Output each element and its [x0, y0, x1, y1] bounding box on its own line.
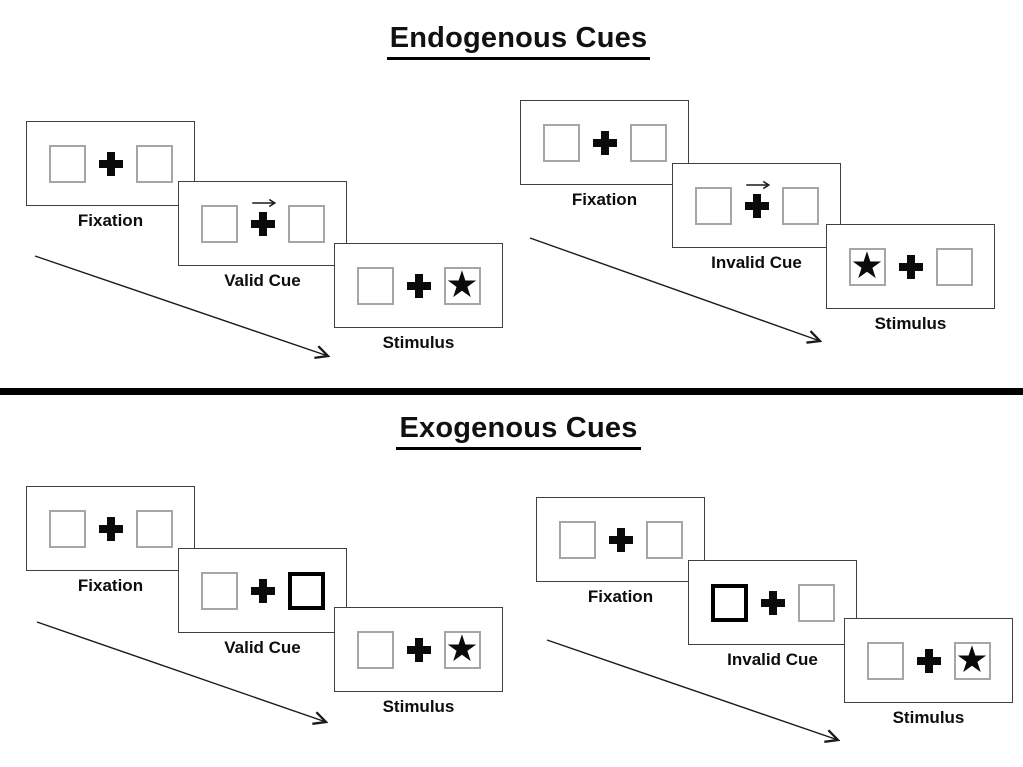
fixation-panel: Fixation [26, 486, 195, 595]
right-placeholder-box [781, 186, 819, 225]
right-placeholder-box [935, 247, 973, 286]
fixation-cross [592, 130, 617, 155]
section-title-exogenous: Exogenous Cues [0, 412, 1023, 450]
fixation-cross [898, 254, 923, 279]
plus-icon [898, 254, 923, 279]
star-icon: ★ [445, 626, 479, 670]
fixation-cross [916, 648, 941, 673]
right-placeholder-box [645, 520, 683, 559]
left-placeholder-box [48, 509, 86, 548]
section-divider [0, 388, 1023, 395]
star-icon: ★ [850, 243, 884, 287]
left-placeholder-box [558, 520, 596, 559]
star-icon: ★ [955, 637, 989, 681]
plus-icon [250, 211, 275, 236]
section-title-text: Endogenous Cues [386, 22, 651, 60]
plus-icon [608, 527, 633, 552]
left-placeholder-box [866, 641, 904, 680]
stimulus-panel: ★ Stimulus [334, 243, 503, 352]
panel-label: Fixation [77, 576, 144, 595]
right-placeholder-box [629, 123, 667, 162]
valid-cue-panel: Valid Cue [178, 548, 347, 657]
left-placeholder-box [542, 123, 580, 162]
plus-icon [592, 130, 617, 155]
left-placeholder-box [356, 630, 394, 669]
fixation-panel: Fixation [26, 121, 195, 230]
plus-icon [98, 151, 123, 176]
plus-icon [406, 273, 431, 298]
right-placeholder-box [135, 509, 173, 548]
panel-label: Stimulus [382, 333, 455, 352]
stimulus-panel: ★ Stimulus [334, 607, 503, 716]
valid-cue-panel: Valid Cue [178, 181, 347, 290]
fixation-cross [760, 590, 785, 615]
invalid-cue-panel: Invalid Cue [672, 163, 841, 272]
panel-label: Fixation [571, 190, 638, 209]
section-title-text: Exogenous Cues [396, 412, 641, 450]
highlighted-cue-box [710, 583, 748, 622]
plus-icon [744, 193, 769, 218]
plus-icon [250, 578, 275, 603]
panel-label: Stimulus [382, 697, 455, 716]
fixation-panel: Fixation [520, 100, 689, 209]
fixation-cross [406, 637, 431, 662]
left-placeholder-box [48, 144, 86, 183]
plus-icon [98, 516, 123, 541]
fixation-cross-with-cue [744, 180, 770, 218]
stimulus-panel: ★ Stimulus [844, 618, 1013, 727]
right-placeholder-box [287, 204, 325, 243]
fixation-cross [250, 578, 275, 603]
left-placeholder-box [694, 186, 732, 225]
fixation-cross-with-cue [250, 198, 276, 236]
panel-label: Fixation [77, 211, 144, 230]
panel-label: Stimulus [892, 708, 965, 727]
star-target-box: ★ [443, 626, 481, 670]
star-icon: ★ [445, 262, 479, 306]
right-placeholder-box [135, 144, 173, 183]
right-placeholder-box [797, 583, 835, 622]
stimulus-panel: ★ Stimulus [826, 224, 995, 333]
panel-label: Fixation [587, 587, 654, 606]
plus-icon [760, 590, 785, 615]
left-placeholder-box [200, 204, 238, 243]
fixation-panel: Fixation [536, 497, 705, 606]
highlighted-cue-box [287, 571, 325, 610]
star-target-box: ★ [848, 243, 886, 287]
right-arrow-cue-icon [251, 198, 276, 207]
time-arrow-exogenous-valid [36, 621, 326, 722]
section-title-endogenous: Endogenous Cues [0, 22, 1023, 60]
fixation-cross [98, 151, 123, 176]
right-arrow-cue-icon [745, 180, 770, 189]
fixation-cross [608, 527, 633, 552]
fixation-cross [406, 273, 431, 298]
left-placeholder-box [356, 266, 394, 305]
invalid-cue-panel: Invalid Cue [688, 560, 857, 669]
left-placeholder-box [200, 571, 238, 610]
plus-icon [406, 637, 431, 662]
star-target-box: ★ [953, 637, 991, 681]
panel-label: Stimulus [874, 314, 947, 333]
fixation-cross [98, 516, 123, 541]
plus-icon [916, 648, 941, 673]
star-target-box: ★ [443, 262, 481, 306]
